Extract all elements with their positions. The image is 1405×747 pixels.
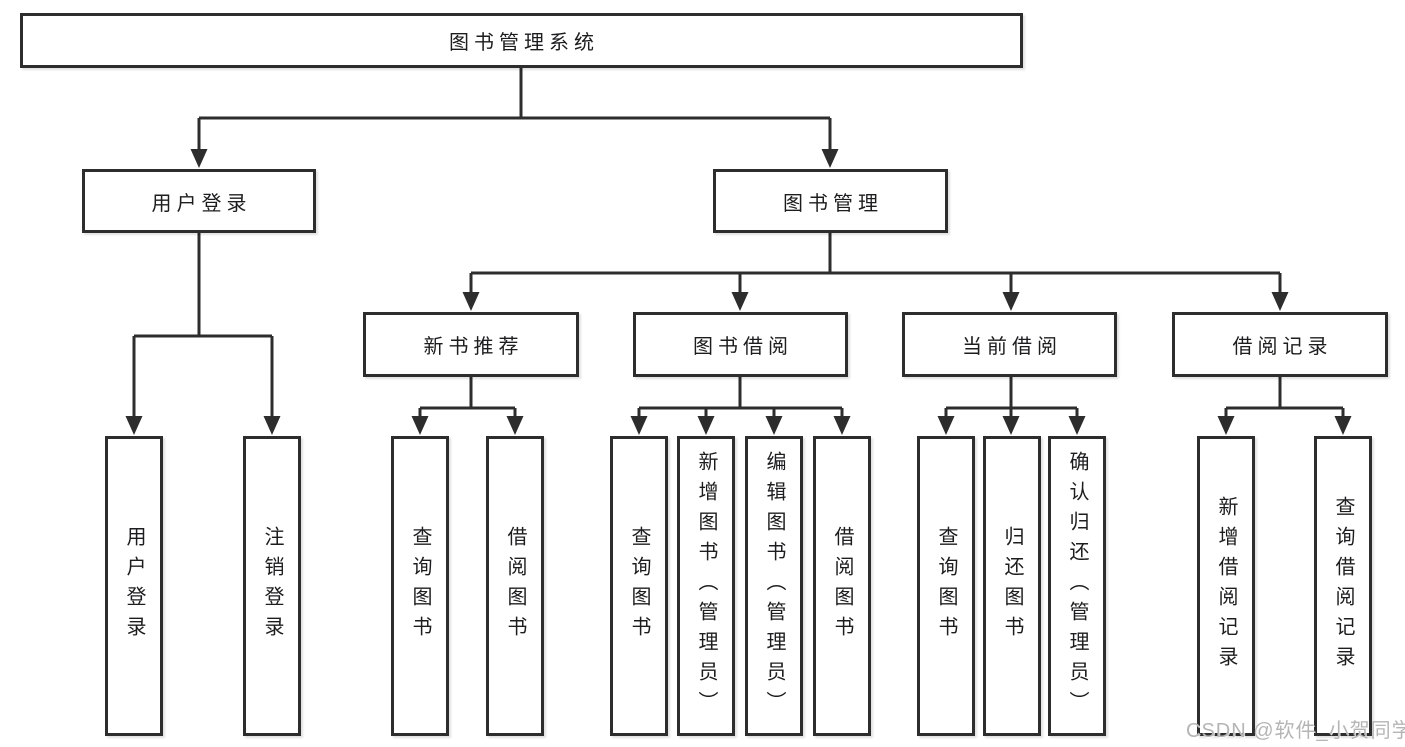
leaf-borrow-books-recommend: 借阅图书 <box>486 436 544 736</box>
node-root: 图书管理系统 <box>20 13 1023 68</box>
arrowheads <box>125 149 1352 435</box>
leaf-add-borrow-record: 新增借阅记录 <box>1197 436 1255 736</box>
node-new-book-recommend: 新书推荐 <box>363 312 579 377</box>
leaf-query-books-current: 查询图书 <box>917 436 975 736</box>
node-new-book-recommend-label: 新书推荐 <box>423 336 524 358</box>
leaf-edit-book-admin: 编辑图书（管理员） <box>745 436 803 736</box>
leaf-query-books-borrow: 查询图书 <box>610 436 668 736</box>
leaf-query-books-current-label: 查询图书 <box>935 526 957 646</box>
node-borrow-records-label: 借阅记录 <box>1232 336 1333 358</box>
leaf-query-borrow-record: 查询借阅记录 <box>1314 436 1372 736</box>
node-root-label: 图书管理系统 <box>449 32 599 54</box>
node-borrow-records: 借阅记录 <box>1172 312 1388 377</box>
node-book-management: 图书管理 <box>713 169 948 233</box>
leaf-borrow-books-2: 借阅图书 <box>813 436 871 736</box>
node-user-login-label: 用户登录 <box>151 192 252 215</box>
leaf-edit-book-admin-label: 编辑图书（管理员） <box>763 451 785 721</box>
csdn-watermark: CSDN @软件_小贺同学 <box>1186 720 1405 742</box>
node-book-management-label: 图书管理 <box>783 192 883 215</box>
leaf-user-login-label: 用户登录 <box>123 526 145 646</box>
leaf-query-books-recommend-label: 查询图书 <box>409 526 431 646</box>
leaf-logout-label: 注销登录 <box>261 526 283 646</box>
leaf-query-books-borrow-label: 查询图书 <box>628 526 650 646</box>
leaf-user-login: 用户登录 <box>105 436 163 736</box>
leaf-add-book-admin: 新增图书（管理员） <box>677 436 735 736</box>
node-user-login: 用户登录 <box>82 169 316 233</box>
leaf-logout: 注销登录 <box>243 436 301 736</box>
leaf-return-book: 归还图书 <box>983 436 1041 736</box>
node-book-borrow-label: 图书借阅 <box>693 336 793 358</box>
leaf-borrow-books-2-label: 借阅图书 <box>831 526 853 646</box>
leaf-query-books-recommend: 查询图书 <box>391 436 449 736</box>
leaf-add-book-admin-label: 新增图书（管理员） <box>695 451 717 721</box>
leaf-query-borrow-record-label: 查询借阅记录 <box>1332 496 1354 676</box>
node-current-borrow-label: 当前借阅 <box>962 336 1062 358</box>
leaf-confirm-return-admin: 确认归还（管理员） <box>1048 436 1106 736</box>
leaf-confirm-return-admin-label: 确认归还（管理员） <box>1066 451 1088 721</box>
node-current-borrow: 当前借阅 <box>902 312 1117 377</box>
leaf-add-borrow-record-label: 新增借阅记录 <box>1215 496 1237 676</box>
leaf-borrow-books-recommend-label: 借阅图书 <box>504 526 526 646</box>
node-book-borrow: 图书借阅 <box>633 312 848 377</box>
leaf-return-book-label: 归还图书 <box>1001 526 1023 646</box>
